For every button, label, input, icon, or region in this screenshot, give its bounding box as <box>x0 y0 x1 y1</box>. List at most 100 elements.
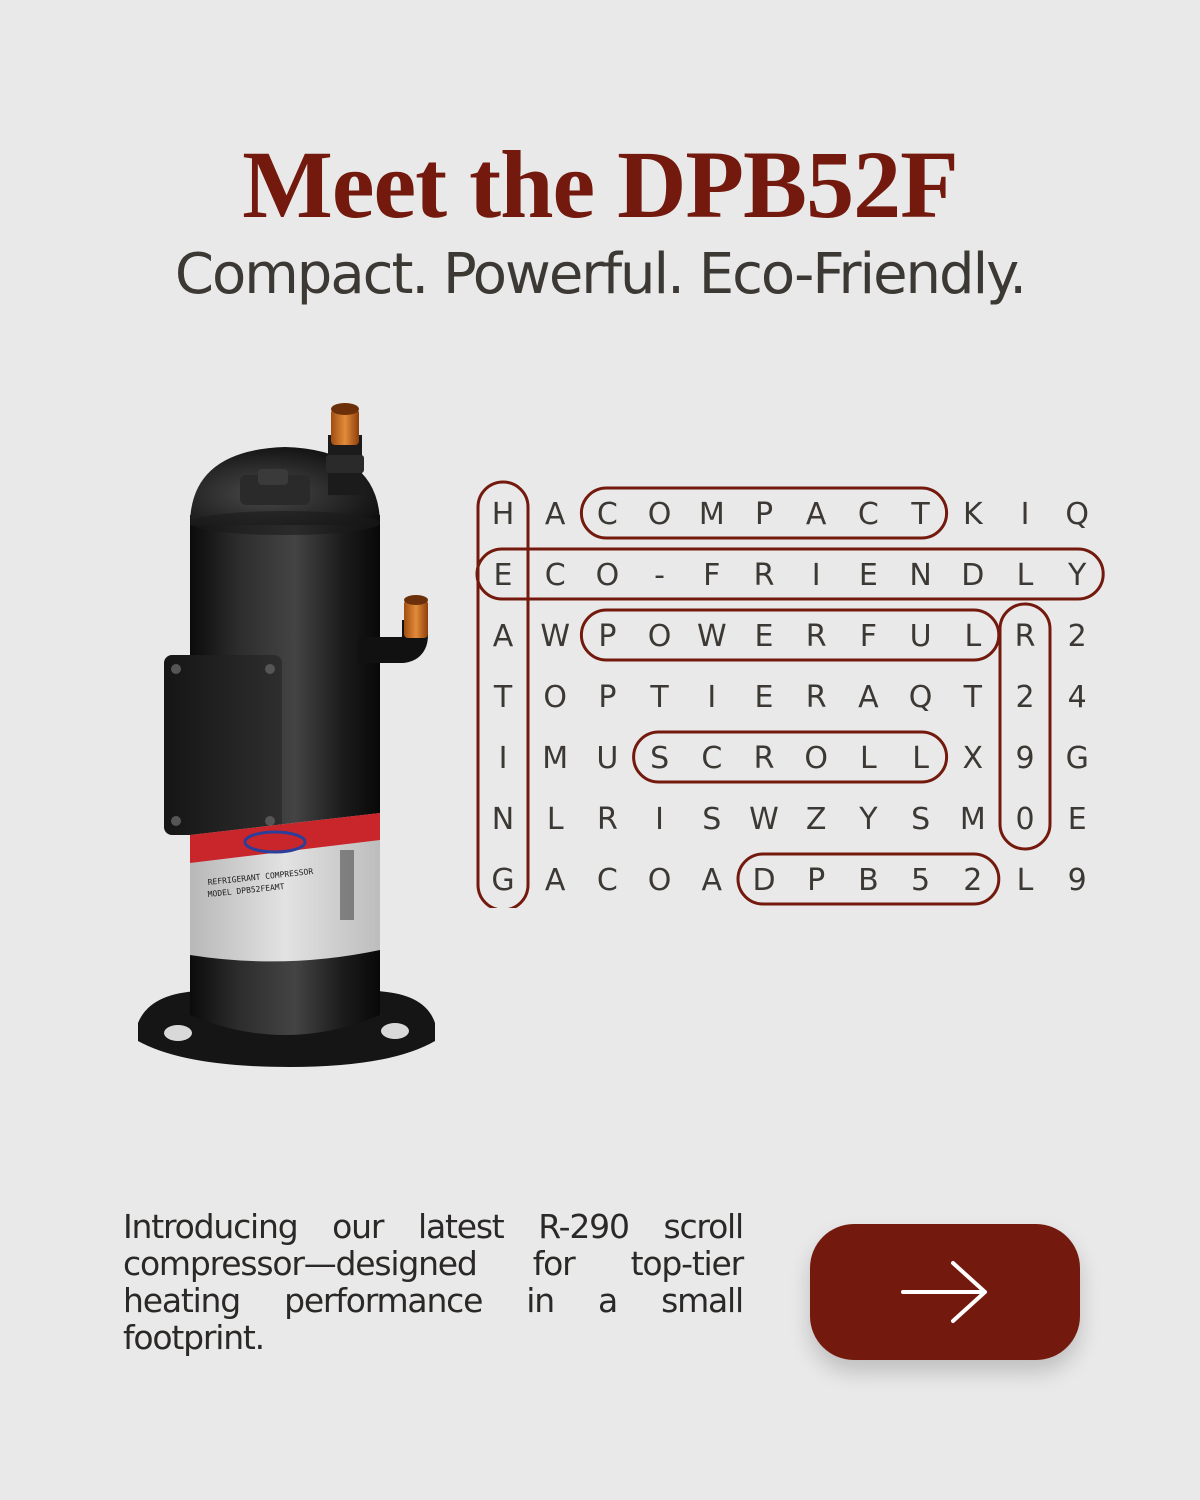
word-search-letter: D <box>752 863 775 898</box>
word-search-letter: A <box>858 680 879 715</box>
word-search-letter: B <box>858 863 879 898</box>
word-search-letter: 4 <box>1068 680 1087 715</box>
word-search-letter: O <box>648 863 672 898</box>
word-search-letter: O <box>804 741 828 776</box>
word-search-letter: F <box>860 619 877 654</box>
tagline: Compact. Powerful. Eco-Friendly. <box>174 242 1027 307</box>
word-search-letter: 9 <box>1068 863 1087 898</box>
word-search-letter: 0 <box>1015 802 1034 837</box>
word-search-letter: Q <box>909 680 933 715</box>
word-search-letter: T <box>493 680 513 715</box>
word-search-letter: W <box>697 619 727 654</box>
word-search-letter: G <box>491 863 514 898</box>
arrow-right-icon <box>901 1261 987 1323</box>
word-search-letter: E <box>859 558 878 593</box>
word-highlight-powerful <box>579 608 1001 662</box>
word-search-highlights <box>475 480 1105 908</box>
word-search-letter: T <box>649 680 669 715</box>
word-search-letter: Y <box>1067 558 1087 593</box>
word-search-letter: L <box>860 741 877 776</box>
word-search-letter: S <box>650 741 669 776</box>
word-search-letter: P <box>807 863 825 898</box>
word-search-letter: L <box>1017 863 1034 898</box>
word-search-letter: R <box>806 619 827 654</box>
word-highlight-r290 <box>998 602 1052 851</box>
word-highlight-scroll <box>632 730 949 784</box>
word-search-letter: R <box>754 741 775 776</box>
word-search-letter: A <box>545 863 566 898</box>
word-search-letter: I <box>812 558 821 593</box>
word-search-letter: A <box>806 497 827 532</box>
word-search-letter: I <box>499 741 508 776</box>
word-search-letter: K <box>963 497 984 532</box>
word-search-letter: 2 <box>1015 680 1034 715</box>
word-search-letter: A <box>493 619 514 654</box>
word-search-letter: I <box>655 802 664 837</box>
word-search-letter: E <box>1068 802 1087 837</box>
word-search-letter: E <box>494 558 513 593</box>
word-search-letter: E <box>755 619 774 654</box>
word-search-letter: W <box>749 802 779 837</box>
word-search-letter: A <box>702 863 723 898</box>
word-search-letter: P <box>755 497 773 532</box>
compressor-image: REFRIGERANT COMPRESSOR MODEL DPB52FEAMT <box>138 403 435 1067</box>
word-search-letter: L <box>547 802 564 837</box>
word-search-letter: I <box>707 680 716 715</box>
word-search-letter: T <box>910 497 930 532</box>
word-search-letter: O <box>648 619 672 654</box>
word-search-letter: C <box>858 497 879 532</box>
word-search-letter: P <box>598 680 616 715</box>
word-search-letter: U <box>596 741 618 776</box>
word-search-letter: O <box>648 497 672 532</box>
word-search-letter: Z <box>806 802 827 837</box>
word-search-letter: T <box>963 680 983 715</box>
word-search-letter: U <box>910 619 932 654</box>
word-search-letter: M <box>960 802 986 837</box>
word-search-letter: N <box>909 558 931 593</box>
word-search-letter: A <box>545 497 566 532</box>
word-search-letter: F <box>703 558 720 593</box>
word-search-letter: Y <box>858 802 878 837</box>
word-search-letter: M <box>542 741 568 776</box>
word-search-letter: 2 <box>1068 619 1087 654</box>
word-search-letter: L <box>964 619 981 654</box>
word-search-letter: E <box>755 680 774 715</box>
word-search-letter: W <box>540 619 570 654</box>
word-search-letter: 2 <box>963 863 982 898</box>
word-search-letter: L <box>1017 558 1034 593</box>
next-button[interactable] <box>810 1224 1080 1360</box>
word-search-letter: L <box>912 741 929 776</box>
intro-text: Introducing our latest R-290 scroll comp… <box>123 1207 744 1357</box>
word-search-letter: S <box>911 802 930 837</box>
page-title: Meet the DPB52F <box>242 131 958 238</box>
word-search-letter: R <box>1015 619 1036 654</box>
word-search-letter: Q <box>1065 497 1089 532</box>
word-search-letter: C <box>701 741 722 776</box>
word-highlight-heating <box>476 480 530 908</box>
word-search-letter: R <box>806 680 827 715</box>
word-search-letter: G <box>1066 741 1089 776</box>
word-search-letter: C <box>597 863 618 898</box>
word-search-letter: 5 <box>911 863 930 898</box>
word-search-letter: P <box>598 619 616 654</box>
word-search-letter: H <box>492 497 515 532</box>
word-search-letter: I <box>1021 497 1030 532</box>
word-search-letter: R <box>754 558 775 593</box>
word-search-letter: O <box>543 680 567 715</box>
word-search-letter: D <box>961 558 984 593</box>
word-search-letter: C <box>545 558 566 593</box>
word-search-letter: S <box>702 802 721 837</box>
word-search-letter: C <box>597 497 618 532</box>
word-highlight-dpb52 <box>736 852 1001 906</box>
word-search-letter: N <box>492 802 514 837</box>
word-search-letter: X <box>963 741 984 776</box>
word-search-letter: 9 <box>1015 741 1034 776</box>
word-highlight-compact <box>579 486 949 540</box>
word-search-letter: R <box>597 802 618 837</box>
word-search-letter: O <box>596 558 620 593</box>
word-search-letter: M <box>699 497 725 532</box>
word-search-letter: - <box>654 558 665 593</box>
word-highlight-eco-friendly <box>475 547 1105 601</box>
